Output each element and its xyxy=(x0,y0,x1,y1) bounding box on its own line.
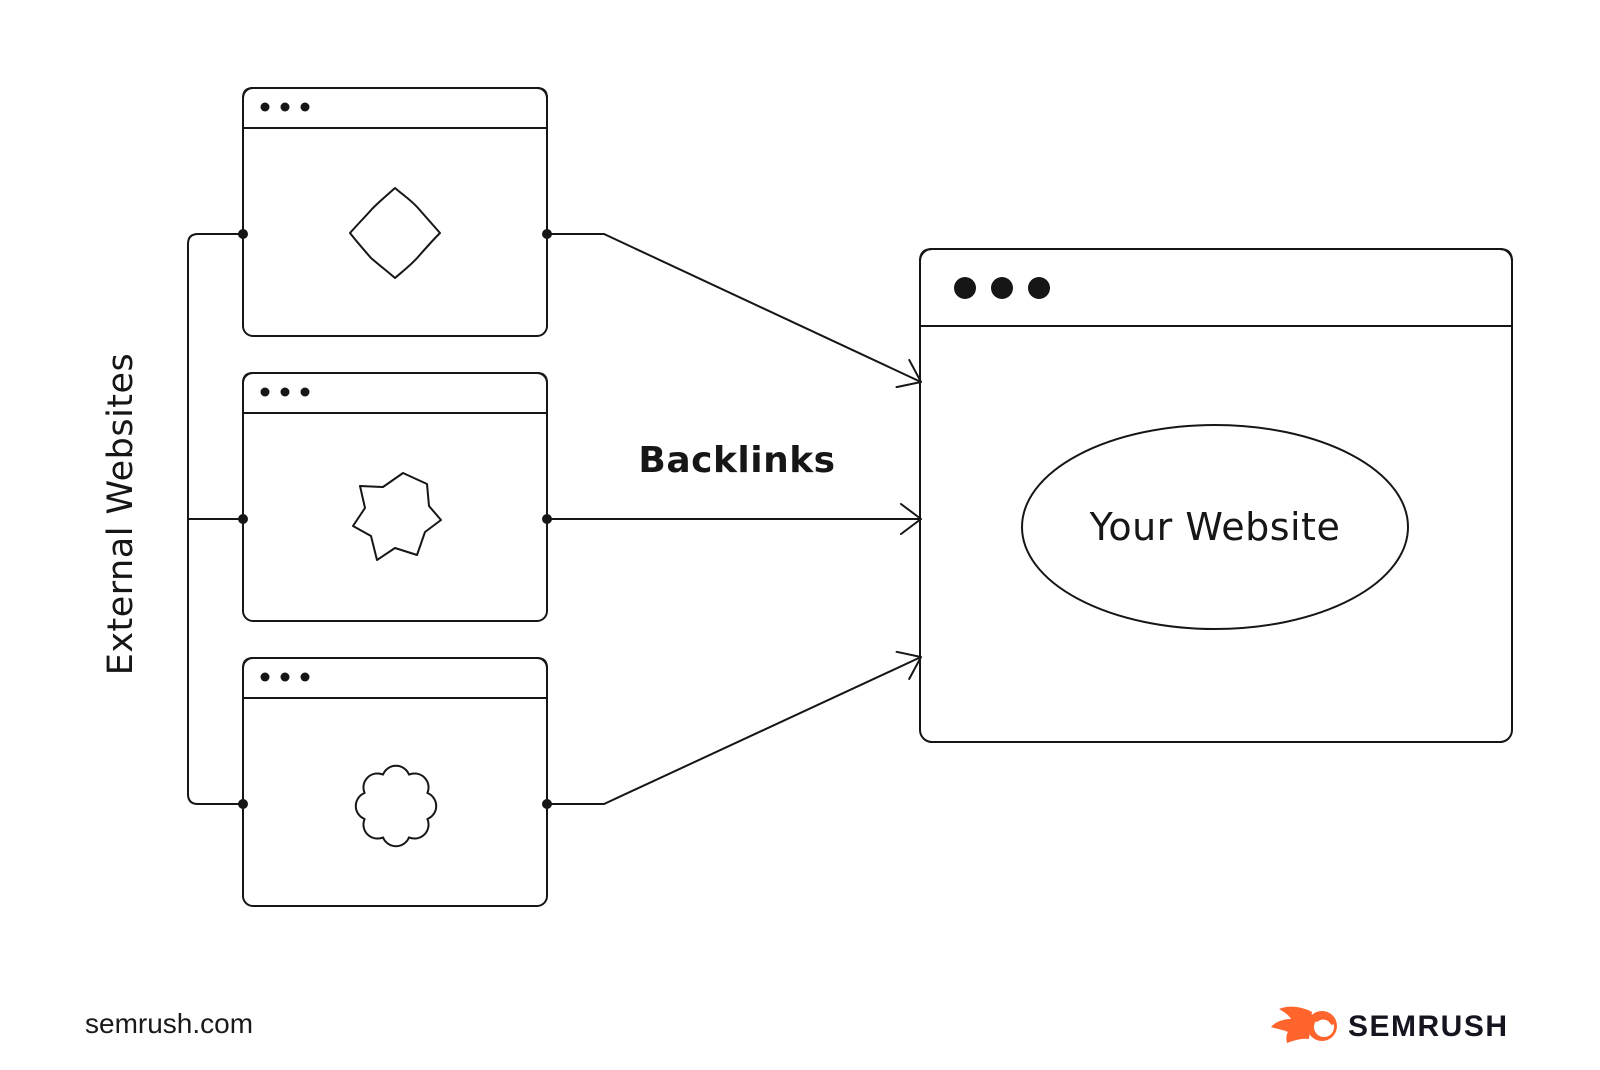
window-frame xyxy=(242,657,548,907)
backlink-arrow-bottom xyxy=(547,650,922,805)
connector-dot xyxy=(238,514,248,524)
window-titlebar xyxy=(242,372,548,414)
external-site-window-2 xyxy=(238,372,552,622)
semrush-flame-icon xyxy=(1271,1006,1312,1043)
source-url: semrush.com xyxy=(85,1008,253,1039)
your-website-window: Your Website xyxy=(919,248,1513,743)
window-titlebar xyxy=(242,657,548,699)
semrush-logo: SEMRUSH xyxy=(1271,1006,1509,1043)
connector-dot xyxy=(238,799,248,809)
window-frame xyxy=(242,87,548,337)
window-frame xyxy=(242,372,548,622)
semrush-comet-eye xyxy=(1314,1017,1334,1037)
semrush-wordmark: SEMRUSH xyxy=(1348,1010,1509,1043)
connector-dot xyxy=(238,229,248,239)
external-websites-label: External Websites xyxy=(101,353,141,676)
window-controls-dots xyxy=(260,102,310,112)
backlink-arrow-top xyxy=(547,233,922,389)
your-website-ellipse xyxy=(1021,424,1409,630)
window-titlebar xyxy=(919,248,1513,327)
backlinks-label: Backlinks xyxy=(638,440,835,481)
backlink-arrows xyxy=(547,233,922,805)
window-frame xyxy=(919,248,1513,743)
window-controls-dots xyxy=(260,672,310,682)
window-controls-dots xyxy=(954,277,1050,299)
external-site-window-3 xyxy=(238,657,552,907)
window-controls-dots xyxy=(260,387,310,397)
external-site-window-1 xyxy=(238,87,552,337)
bracket-connector xyxy=(187,233,243,805)
splat-blob-icon xyxy=(352,472,442,561)
diamond-blob-icon xyxy=(349,187,441,279)
semrush-comet-arc xyxy=(1315,1016,1334,1025)
your-website-label: Your Website xyxy=(1089,505,1341,549)
flower-blob-icon xyxy=(354,764,438,848)
window-titlebar xyxy=(242,87,548,129)
